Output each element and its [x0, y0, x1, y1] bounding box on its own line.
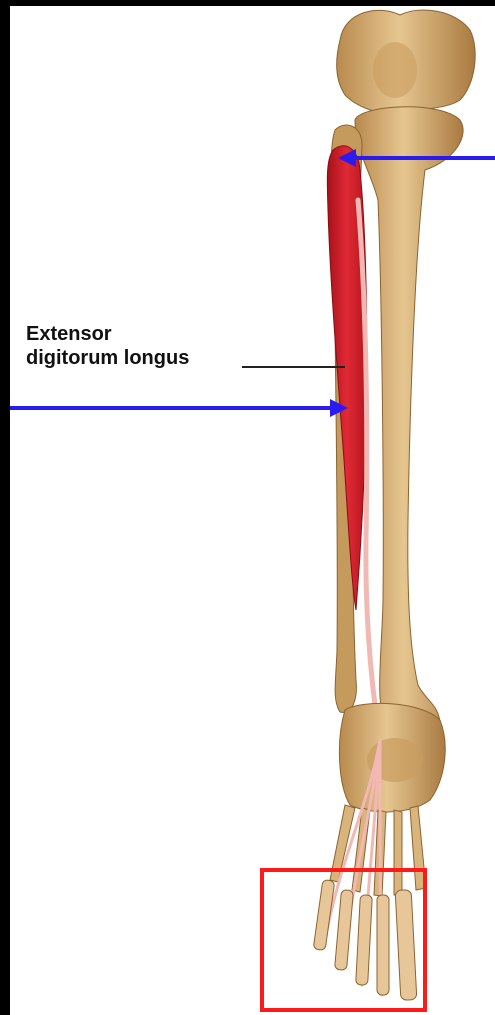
knee-bones	[337, 10, 475, 114]
muscle-label: Extensor digitorum longus	[26, 322, 189, 370]
toe-bones	[313, 880, 417, 1001]
arrow-right-icon	[10, 399, 348, 417]
metatarsal-bones	[330, 805, 426, 896]
muscle-label-line1: Extensor	[26, 322, 189, 346]
tarsal-bones	[339, 703, 445, 812]
muscle-label-line2: digitorum longus	[26, 346, 189, 370]
tibia-bone	[355, 107, 463, 731]
